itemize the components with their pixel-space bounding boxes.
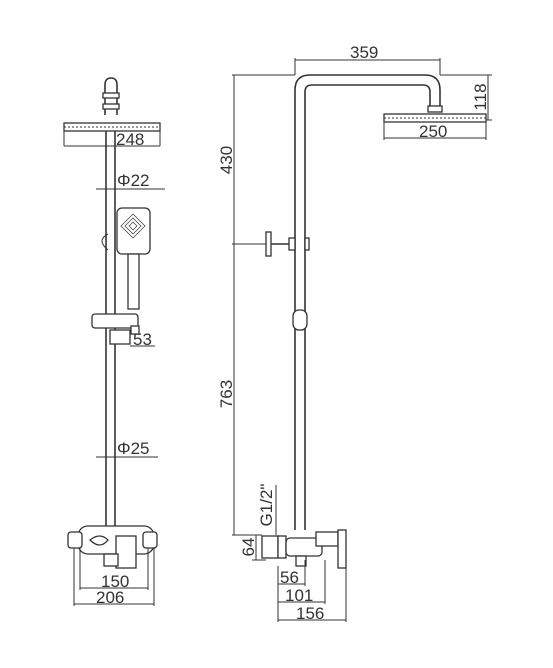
hose-clip — [101, 233, 109, 251]
side-inlet-height-label: 64 — [239, 538, 258, 557]
front-head-width-label: 248 — [116, 130, 144, 149]
side-eccentric — [261, 535, 279, 559]
front-holder-label: 53 — [133, 330, 152, 349]
side-d156-label: 156 — [296, 604, 324, 623]
front-top-nut-2 — [102, 103, 120, 110]
side-lower-height-label: 763 — [217, 380, 236, 408]
mixer-lever — [115, 535, 137, 569]
side-flange — [277, 535, 287, 559]
mixer-left-flange — [67, 531, 83, 549]
mixer-cartridge — [89, 535, 109, 546]
side-lever-handle — [337, 529, 347, 569]
hand-shower-grid — [120, 213, 146, 239]
slide-holder — [91, 313, 139, 329]
side-upper-height-label: 430 — [217, 146, 236, 174]
side-arm-length-label: 359 — [350, 43, 378, 62]
side-head-joint — [427, 105, 443, 113]
front-top-nut — [102, 92, 120, 99]
front-d22-label: Φ22 — [117, 171, 149, 190]
side-mixer-outlet — [295, 555, 307, 567]
front-centers-label: 150 — [101, 572, 129, 591]
side-arm-inner — [304, 84, 431, 530]
side-arm-outer — [294, 74, 441, 530]
wall-bracket-plate — [265, 231, 272, 257]
side-head-width-label: 250 — [419, 122, 447, 141]
front-top-pipe — [104, 77, 118, 115]
wall-bracket-clamp-2 — [304, 237, 310, 251]
side-d56-label: 56 — [280, 568, 299, 587]
mixer-outlet — [103, 553, 119, 567]
side-view: 359 118 250 430 763 G1/2" 64 — [217, 43, 492, 623]
side-slide-holder — [292, 309, 308, 331]
slide-holder-bracket — [109, 329, 131, 345]
hand-shower-handle — [127, 253, 140, 310]
front-d25-label: Φ25 — [117, 439, 149, 458]
mixer-right-flange — [142, 531, 158, 549]
side-head-drop-label: 118 — [471, 83, 490, 110]
wall-bracket-clamp — [288, 237, 296, 251]
front-view: 248 Φ22 53 Φ25 — [63, 77, 165, 607]
front-overall-label: 206 — [96, 588, 124, 607]
slide-holder-screw — [130, 325, 140, 335]
side-shower-head — [383, 113, 487, 123]
side-d101-label: 101 — [285, 586, 313, 605]
side-mixer-lever — [315, 531, 339, 547]
side-thread-label: G1/2" — [257, 484, 276, 527]
